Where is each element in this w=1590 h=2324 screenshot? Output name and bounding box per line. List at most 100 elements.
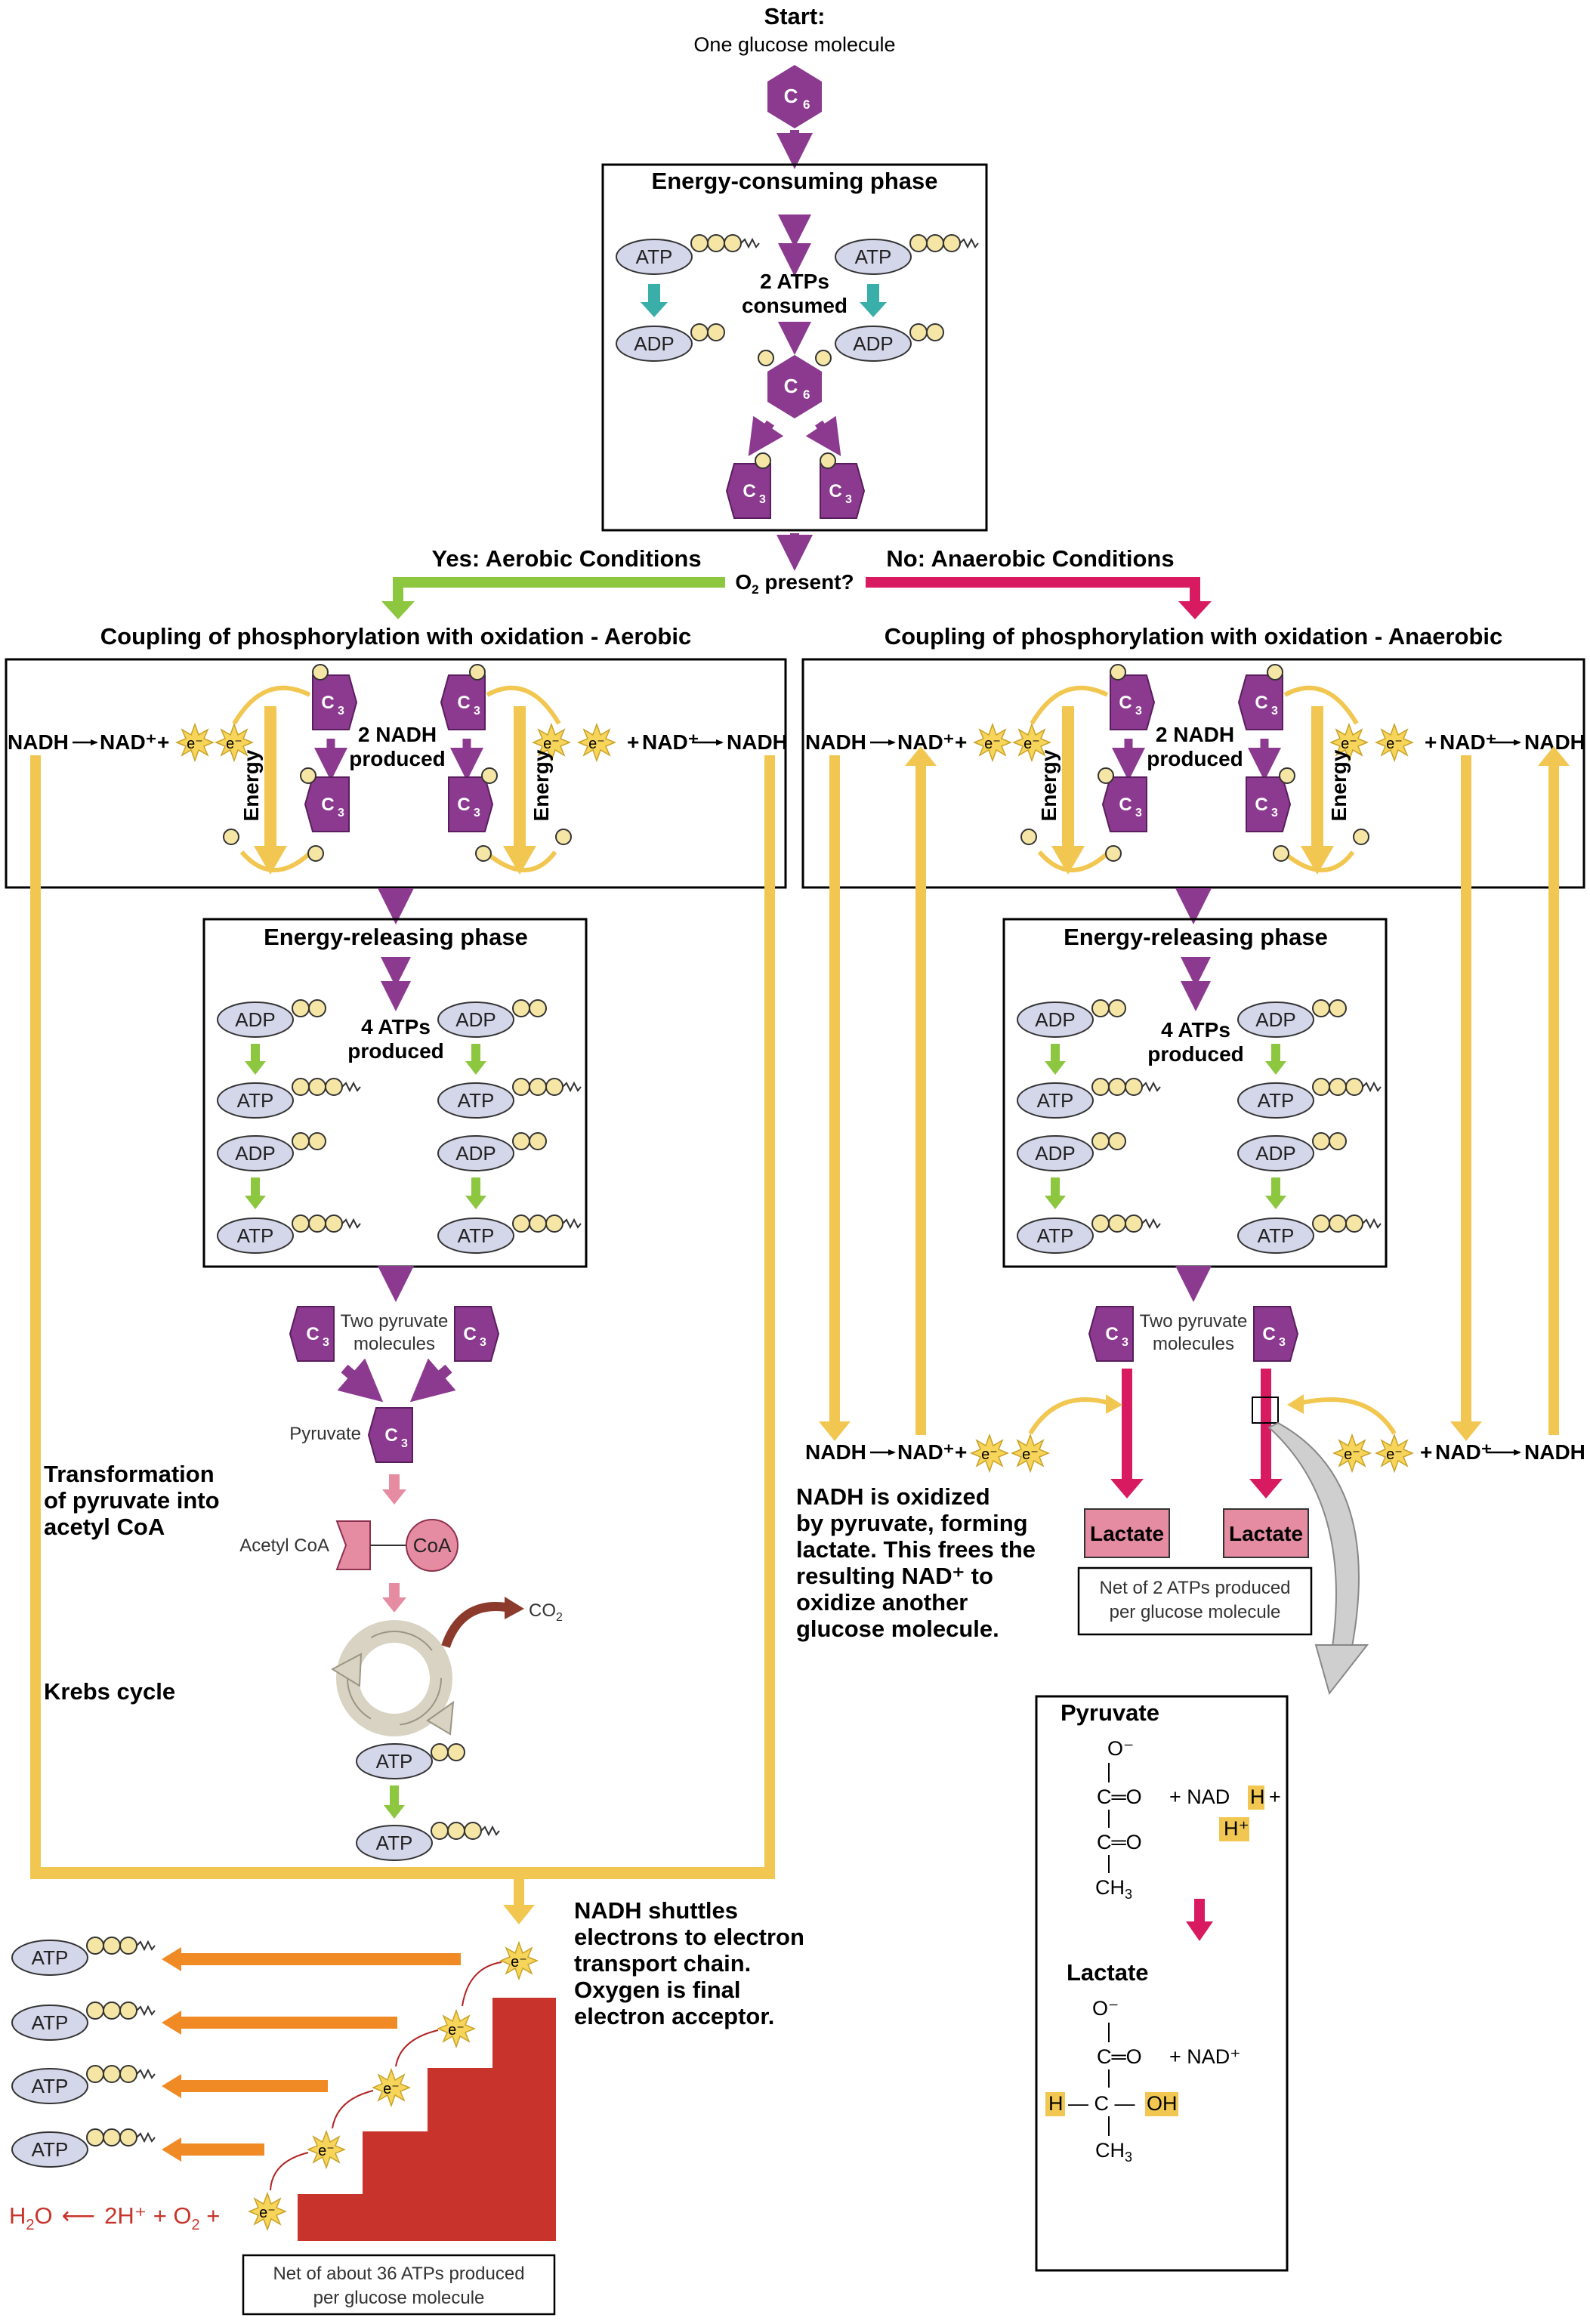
svg-text:e⁻: e⁻ <box>1341 736 1357 752</box>
svg-text:O⁻: O⁻ <box>1107 1737 1134 1760</box>
svg-text:NAD⁺: NAD⁺ <box>642 730 699 754</box>
svg-text:H: H <box>1250 1785 1265 1808</box>
svg-text:NAD⁺: NAD⁺ <box>100 730 156 754</box>
co2-arrow <box>441 1602 507 1649</box>
svg-text:C: C <box>306 1324 319 1344</box>
releasing-slot-4: ADP ATP <box>437 1132 582 1254</box>
svg-text:ADP: ADP <box>853 332 893 355</box>
releasing-slot-4: ADP ATP <box>1237 1132 1382 1254</box>
svg-text:+: + <box>955 730 967 754</box>
svg-text:NADH: NADH <box>805 730 866 754</box>
transformation-label-3: acetyl CoA <box>44 1514 165 1540</box>
reaction-box: Pyruvate O⁻ C═O C═O CH3 + NAD H + Lactat… <box>1035 1695 1289 2272</box>
releasing-slot-3: ADP ATP <box>1017 1132 1161 1254</box>
svg-text:electrons to electron: electrons to electron <box>574 1924 804 1950</box>
svg-text:6: 6 <box>803 97 810 112</box>
svg-text:C: C <box>1262 1324 1275 1344</box>
svg-text:+: + <box>955 1440 967 1464</box>
svg-text:ATP: ATP <box>237 1089 274 1112</box>
svg-text:+: + <box>627 730 639 754</box>
svg-text:NADH: NADH <box>8 730 69 754</box>
aerobic-net-line1: Net of about 36 ATPs produced <box>273 2264 524 2284</box>
svg-text:C: C <box>463 1324 476 1344</box>
aerobic-net-box <box>242 2254 556 2316</box>
svg-text:e⁻: e⁻ <box>318 2143 335 2159</box>
co2-label: CO2 <box>529 1600 563 1624</box>
releasing-slot-2: ADP ATP <box>437 999 582 1119</box>
svg-text:produced: produced <box>1147 1042 1244 1066</box>
energy-consuming-title: Energy-consuming phase <box>652 168 938 194</box>
svg-text:C: C <box>321 693 334 713</box>
svg-text:e⁻: e⁻ <box>187 736 203 752</box>
svg-text:molecules: molecules <box>354 1334 435 1354</box>
svg-text:Energy: Energy <box>1037 749 1061 821</box>
green-branch-arrow <box>393 577 725 604</box>
h-plus-term: H⁺ <box>1219 1817 1249 1841</box>
svg-text:3: 3 <box>1271 705 1278 718</box>
lactate-arrows <box>1110 1369 1283 1498</box>
water-equation: H2O⟵2H⁺ + O2 + <box>9 2202 220 2233</box>
releasing-slot-2: ADP ATP <box>1237 999 1382 1119</box>
aerobic-net-line2: per glucose molecule <box>313 2288 485 2308</box>
etc-staircase-red <box>298 1998 556 2241</box>
svg-text:ATP: ATP <box>32 2075 69 2097</box>
phosphorylated-c6: C 6 <box>758 350 832 418</box>
svg-text:4 ATPs: 4 ATPs <box>361 1015 431 1039</box>
o2-present-question: O2 present? <box>735 570 854 597</box>
svg-text:produced: produced <box>347 1039 444 1063</box>
svg-text:e⁻: e⁻ <box>226 736 242 752</box>
consuming-right-adp: ADP <box>835 323 944 362</box>
krebs-atp: ATP ATP <box>356 1743 500 1861</box>
svg-text:+: + <box>1269 1785 1281 1808</box>
svg-text:C: C <box>1105 1324 1118 1344</box>
svg-text:3: 3 <box>1271 807 1278 819</box>
pyruvate-merge-left <box>337 1358 384 1403</box>
start-title: Start: <box>764 3 826 29</box>
etc-atp-arrows <box>162 1947 461 2162</box>
transformation-label-2: of pyruvate into <box>44 1487 220 1514</box>
svg-text:C═O: C═O <box>1097 2045 1142 2068</box>
svg-text:ADP: ADP <box>634 332 674 355</box>
start-subtitle: One glucose molecule <box>693 33 895 56</box>
atps-consumed-line1: 2 ATPs <box>760 270 829 293</box>
svg-text:glucose molecule.: glucose molecule. <box>796 1616 999 1642</box>
svg-text:3: 3 <box>474 807 480 819</box>
svg-text:+: + <box>1425 730 1437 754</box>
svg-text:+ NAD⁺: + NAD⁺ <box>1169 2045 1241 2068</box>
svg-text:+ NAD: + NAD <box>1169 1785 1230 1808</box>
c3-left-split: C 3 <box>726 452 771 519</box>
anaerobic-coupling-title: Coupling of phosphorylation with oxidati… <box>885 623 1503 650</box>
svg-text:3: 3 <box>1122 1336 1128 1349</box>
svg-text:ATP: ATP <box>1258 1089 1295 1112</box>
svg-text:CH3: CH3 <box>1095 2139 1132 2165</box>
svg-text:e⁻: e⁻ <box>383 2081 400 2097</box>
svg-text:ADP: ADP <box>1035 1008 1075 1031</box>
svg-text:C: C <box>384 1425 397 1446</box>
svg-text:e⁻: e⁻ <box>448 2022 465 2039</box>
svg-text:e⁻: e⁻ <box>984 736 1001 752</box>
svg-text:Pyruvate: Pyruvate <box>289 1424 361 1444</box>
lactate-boxes: Lactate Lactate <box>1084 1508 1309 1558</box>
releasing-slot-1: ADP ATP <box>217 999 361 1119</box>
svg-text:3: 3 <box>323 1336 329 1349</box>
svg-text:transport chain.: transport chain. <box>574 1950 751 1977</box>
svg-text:3: 3 <box>1279 1336 1286 1349</box>
svg-text:NADH: NADH <box>1524 1440 1585 1464</box>
krebs-cycle-icon <box>330 1620 455 1736</box>
svg-text:C: C <box>1119 795 1132 815</box>
etc-electrons: e⁻ e⁻ e⁻ e⁻ e⁻ <box>249 1942 538 2230</box>
svg-text:C: C <box>1255 693 1267 713</box>
svg-text:ADP: ADP <box>1035 1142 1075 1165</box>
transformation-label-1: Transformation <box>44 1461 215 1487</box>
svg-text:Pyruvate: Pyruvate <box>1061 1699 1159 1726</box>
magenta-branch-arrow <box>866 577 1200 604</box>
svg-text:NAD⁺: NAD⁺ <box>1440 730 1496 754</box>
releasing-slot-3: ADP ATP <box>217 1132 361 1254</box>
svg-text:ATP: ATP <box>376 1750 413 1773</box>
anaerobic-bottom-left-nadh: NADH NAD⁺ + e⁻ e⁻ <box>805 1394 1122 1472</box>
svg-text:C: C <box>784 375 798 397</box>
svg-text:lactate. This frees the: lactate. This frees the <box>796 1536 1036 1563</box>
